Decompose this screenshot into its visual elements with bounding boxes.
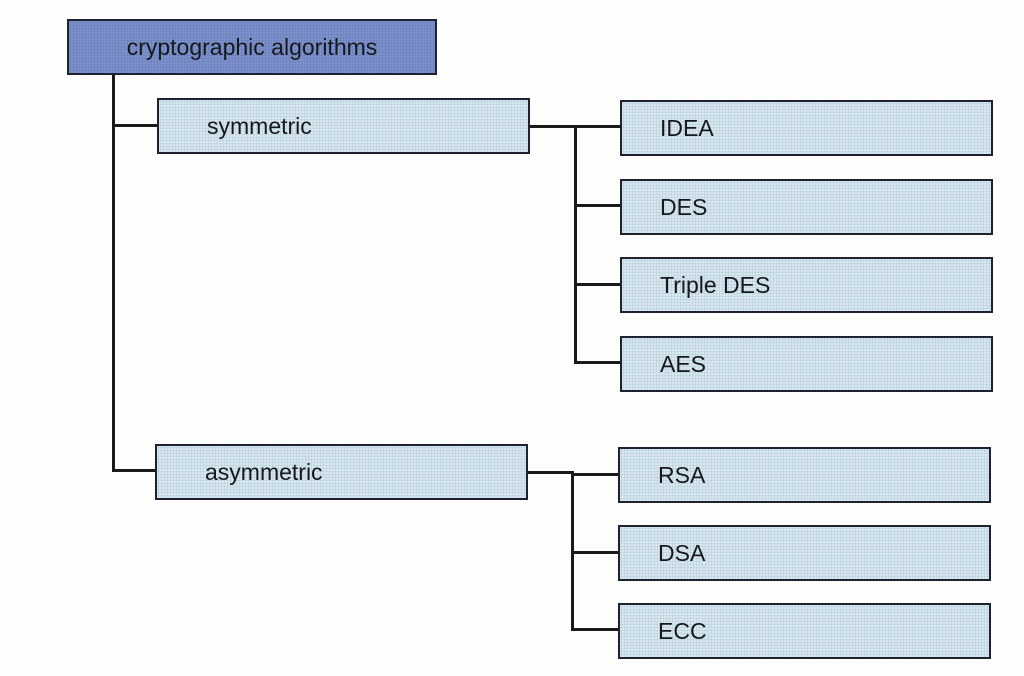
aes-link-line	[574, 361, 621, 364]
node-label: DES	[660, 193, 708, 220]
node-label: ECC	[658, 617, 707, 644]
node-dsa: DSA	[618, 525, 991, 581]
node-aes: AES	[620, 336, 993, 392]
node-label: AES	[660, 350, 707, 377]
symmetric-link-line	[112, 124, 158, 127]
node-label: DSA	[658, 539, 706, 566]
root-node: cryptographic algorithms	[67, 19, 437, 75]
des-link-line	[574, 204, 621, 207]
rsa-link-line	[571, 473, 619, 476]
node-ecc: ECC	[618, 603, 991, 659]
symmetric-trunk-line	[574, 125, 577, 364]
asymmetric-link-line	[112, 469, 156, 472]
node-des: DES	[620, 179, 993, 235]
node-rsa: RSA	[618, 447, 991, 503]
dsa-link-line	[571, 551, 619, 554]
triple-des-link-line	[574, 283, 621, 286]
ecc-link-line	[571, 628, 619, 631]
node-symmetric: symmetric	[157, 98, 530, 154]
node-label: symmetric	[207, 112, 312, 139]
node-triple-des: Triple DES	[620, 257, 993, 313]
idea-link-line	[574, 125, 621, 128]
asymmetric-trunk-line	[571, 471, 574, 630]
node-idea: IDEA	[620, 100, 993, 156]
asymmetric-out-line	[526, 471, 574, 474]
node-label: IDEA	[660, 114, 714, 141]
node-label: asymmetric	[205, 458, 323, 485]
root-trunk-line	[112, 73, 115, 472]
node-label: Triple DES	[660, 271, 771, 298]
root-label: cryptographic algorithms	[126, 33, 378, 60]
symmetric-out-line	[528, 125, 576, 128]
node-label: RSA	[658, 461, 706, 488]
node-asymmetric: asymmetric	[155, 444, 528, 500]
